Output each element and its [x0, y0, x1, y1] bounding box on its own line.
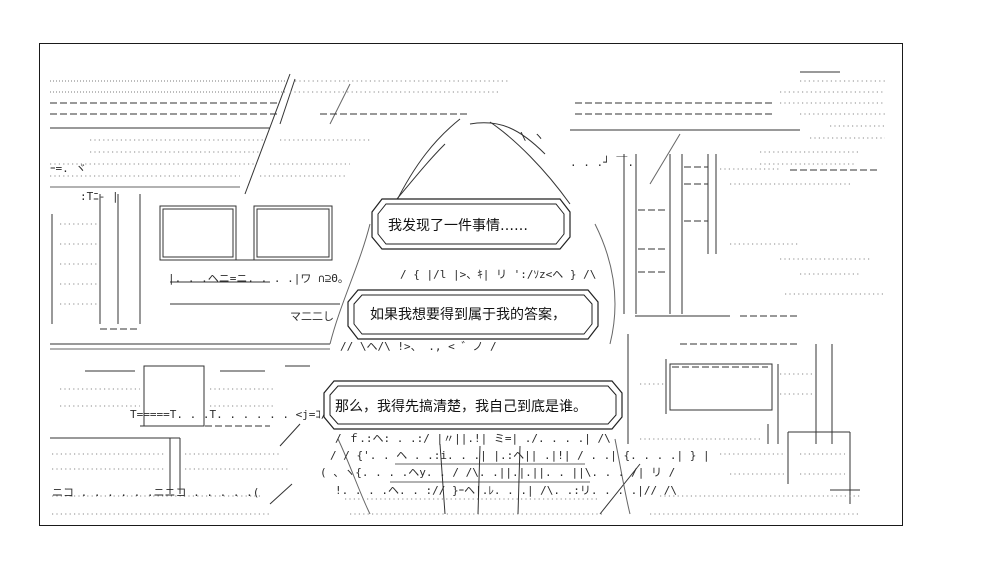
ascii-art-glyphs: / { |/l |>、ｷ| リ ':/ｿz<ヘ } /\ // \ヘ/\ !>、… — [50, 130, 710, 499]
speech-bubble-1-text: 我发现了一件事情…… — [388, 218, 528, 234]
speech-bubble-1: 我发现了一件事情…… — [371, 198, 571, 250]
svg-text:T=====T. . .T. . . . . . <j=ｺ/: T=====T. . .T. . . . . . <j=ｺ/ — [130, 408, 328, 421]
building-windows-right — [623, 154, 885, 314]
svg-text:ｰ=. ヾ: ｰ=. ヾ — [50, 162, 86, 175]
svg-text:/ / {'. . ヘ . .:i. . .| |.:ヘ||: / / {'. . ヘ . .:i. . .| |.:ヘ|| .|!| / . … — [330, 449, 710, 462]
dotted-background-left — [50, 73, 510, 195]
svg-text::Tﾆ- |: :Tﾆ- | — [80, 190, 119, 203]
svg-text:// \ヘ/\ !>、 ., < ゛ノ /: // \ヘ/\ !>、 ., < ゛ノ / — [340, 340, 497, 353]
lower-left-furniture — [50, 365, 310, 515]
speech-bubble-3-text: 那么，我得先搞清楚，我自己到底是谁。 — [335, 398, 587, 415]
ascii-art-panel: / { |/l |>、ｷ| リ ':/ｿz<ヘ } /\ // \ヘ/\ !>、… — [39, 43, 903, 526]
svg-text:( 、ヽ{. . . .ヘy. . / /\. .||.|.: ( 、ヽ{. . . .ヘy. . / /\. .||.|.||. . ||\.… — [320, 466, 675, 479]
right-lower-cabinet — [599, 315, 860, 515]
speech-bubble-2-text: 如果我想要得到属于我的答案， — [370, 306, 566, 323]
svg-text:/ ｆ.:ヘ: . .:/ |〃||.!| ミ=| ./.: / ｆ.:ヘ: . .:/ |〃||.!| ミ=| ./. . . .| /\ — [335, 432, 611, 445]
ascii-art-scene: / { |/l |>、ｷ| リ ':/ｿz<ヘ } /\ // \ヘ/\ !>、… — [50, 71, 885, 515]
speech-bubble-3: 那么，我得先搞清楚，我自己到底是谁。 — [323, 380, 623, 430]
svg-text:\ ヽ: \ ヽ — [520, 130, 544, 143]
svg-text:/ { |/l |>、ｷ| リ ':/ｿz<ヘ } /: / { |/l |>、ｷ| リ ':/ｿz<ヘ } /\ — [400, 268, 596, 281]
speech-bubble-2: 如果我想要得到属于我的答案， — [347, 289, 599, 340]
svg-text:|. . .ヘニ=ニ. . . .|ワ ∩⊇Θ。: |. . .ヘニ=ニ. . . .|ワ ∩⊇Θ。 — [168, 272, 349, 285]
central-figure-outline — [329, 118, 631, 515]
dotted-background-right — [570, 71, 885, 185]
building-windows-left — [50, 194, 340, 350]
svg-text:マ二二し: マ二二し — [290, 310, 334, 323]
svg-text:. . .┘ ￣.: . . .┘ ￣. — [570, 155, 634, 169]
svg-text:ニコ . . . . . .ニニコ . . . . .(: ニコ . . . . . .ニニコ . . . . .( — [52, 486, 259, 499]
svg-text:!. . . .ヘ. . :// }ｰヘ|.ﾚ. . .|: !. . . .ヘ. . :// }ｰヘ|.ﾚ. . .| /\. .:リ. .… — [335, 484, 677, 497]
